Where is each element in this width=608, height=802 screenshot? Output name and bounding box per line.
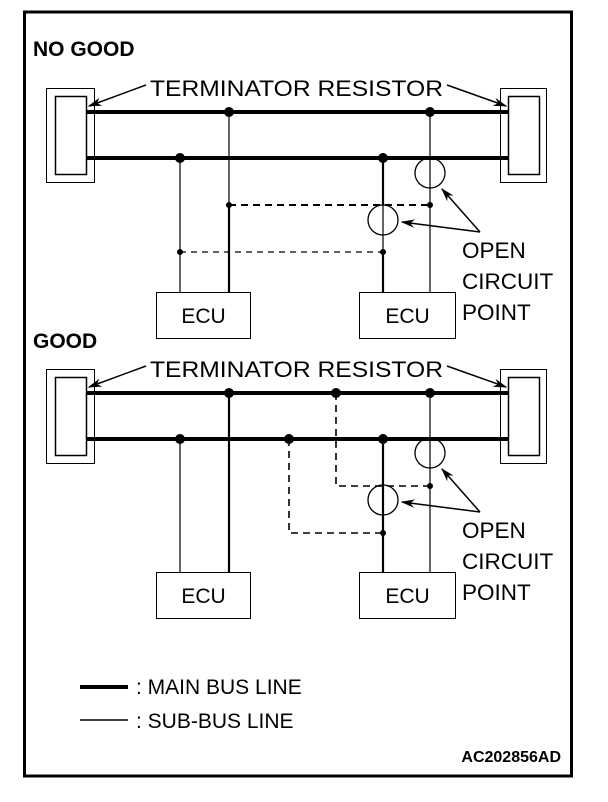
ecu-label: ECU (385, 585, 429, 608)
junction-dot-small (427, 202, 433, 208)
dashed-connection (335, 393, 430, 487)
terminator-resistor-left (46, 88, 95, 183)
panel-no-good: NO GOOD TERMINATOR RESISTOR (33, 38, 553, 339)
legend: : MAIN BUS LINE : SUB-BUS LINE (80, 676, 302, 733)
open-circuit-marker (414, 437, 446, 469)
panel-good: GOOD TERMINATOR RESISTOR (33, 330, 553, 619)
open-circuit-label-line1: OPEN (462, 238, 526, 263)
ecu-box: ECU (359, 292, 456, 339)
terminator-label: TERMINATOR RESISTOR (150, 76, 443, 101)
junction-dot (224, 388, 234, 398)
junction-dot-small (177, 249, 183, 255)
arrow-to-left-terminator (87, 84, 147, 107)
arrow-to-open-circuit (400, 499, 481, 513)
arrow-to-open-circuit (441, 467, 481, 513)
junction-dot (378, 153, 388, 163)
figure-code: AC202856AD (461, 749, 561, 766)
junction-dot-small (380, 530, 386, 536)
arrow-to-open-circuit (441, 187, 481, 233)
junction-dot (331, 388, 341, 398)
terminator-resistor-right (500, 88, 547, 183)
open-circuit-label-line2: CIRCUIT (462, 549, 553, 574)
junction-dot (175, 153, 185, 163)
panel-title: GOOD (33, 330, 97, 353)
junction-dot-small (427, 483, 433, 489)
terminator-resistor-right (500, 369, 547, 464)
arrow-to-open-circuit (400, 219, 481, 233)
junction-dot (425, 388, 435, 398)
junction-dot (175, 434, 185, 444)
ecu-box: ECU (156, 292, 251, 339)
open-circuit-label-line2: CIRCUIT (462, 269, 553, 294)
ecu-label: ECU (181, 585, 225, 608)
junction-dot (284, 434, 294, 444)
junction-dot-small (226, 202, 232, 208)
ecu-box: ECU (359, 572, 456, 619)
legend-main-bus-label: : MAIN BUS LINE (136, 676, 302, 699)
ecu-label: ECU (181, 305, 225, 328)
open-circuit-label-line3: POINT (462, 580, 531, 605)
open-circuit-marker (367, 484, 399, 516)
legend-sub-bus-label: : SUB-BUS LINE (136, 710, 294, 733)
open-circuit-label-line3: POINT (462, 300, 531, 325)
terminator-label: TERMINATOR RESISTOR (150, 357, 443, 382)
junction-dot (378, 434, 388, 444)
panel-title: NO GOOD (33, 38, 135, 61)
terminator-resistor-left (46, 369, 95, 464)
ecu-label: ECU (385, 305, 429, 328)
open-circuit-label-line1: OPEN (462, 518, 526, 543)
dashed-connection (288, 439, 383, 534)
open-circuit-marker (367, 204, 399, 236)
figure-frame (23, 10, 573, 778)
arrow-to-right-terminator (446, 84, 508, 107)
open-circuit-marker (414, 157, 446, 189)
junction-dot-small (380, 249, 386, 255)
arrow-to-left-terminator (87, 365, 147, 388)
junction-dot (224, 107, 234, 117)
junction-dot (425, 107, 435, 117)
ecu-box: ECU (156, 572, 251, 619)
arrow-to-right-terminator (446, 365, 508, 388)
